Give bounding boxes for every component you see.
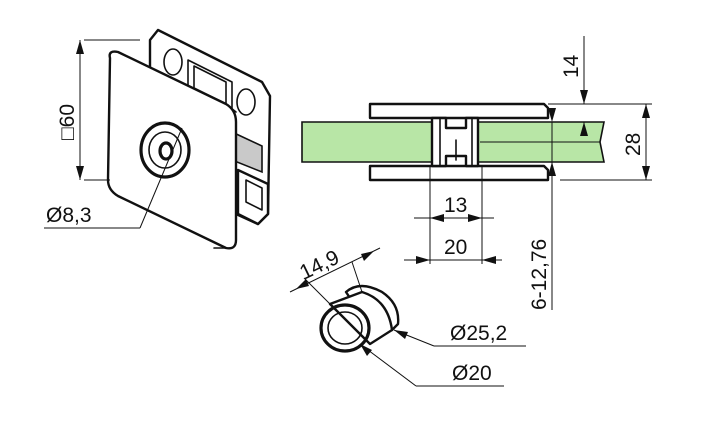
bushing-view xyxy=(319,284,400,353)
dim-gap-outer: 20 xyxy=(404,236,502,264)
glass-pane-left xyxy=(301,121,433,163)
clamp-back-hole-left xyxy=(163,48,183,76)
dim-size-square: □60 xyxy=(56,39,140,181)
bushing-outer-rim xyxy=(319,303,371,353)
dim-gap-inner: 13 xyxy=(414,166,494,264)
section-core xyxy=(430,116,480,168)
glass-thickness-label: 28 xyxy=(622,133,645,156)
dim-glass-thickness: 28 xyxy=(560,103,652,181)
clamp-lower-slot xyxy=(245,179,263,211)
bushing-length-label: 14,9 xyxy=(296,246,343,285)
section-top-plate xyxy=(368,102,550,120)
clamp-section-view xyxy=(301,102,605,182)
dim-top-offset: 14 xyxy=(548,36,590,136)
bushing-inner-rim xyxy=(327,311,363,345)
clamp-front-plate-edge xyxy=(213,103,237,249)
size-square-label: □60 xyxy=(56,104,79,140)
clamp-back-hole-right xyxy=(236,88,256,116)
dim-hole-diameter: Ø8,3 xyxy=(44,127,183,229)
clamp-isometric-view xyxy=(106,28,272,250)
clamp-screw-boss-outer xyxy=(139,121,191,179)
hole-diameter-label: Ø8,3 xyxy=(46,204,92,227)
gap-outer-label: 20 xyxy=(444,236,467,259)
section-bottom-plate xyxy=(368,164,550,182)
gap-inner-label: 13 xyxy=(444,194,467,217)
top-offset-label: 14 xyxy=(560,54,583,78)
dim-glass-range: 6-12,76 xyxy=(528,108,556,310)
dim-bushing-inner: Ø20 xyxy=(359,343,504,387)
glass-range-label: 6-12,76 xyxy=(528,239,551,310)
bushing-outer-diameter-label: Ø25,2 xyxy=(450,322,507,345)
bushing-inner-diameter-label: Ø20 xyxy=(452,362,492,385)
dim-bushing-outer: Ø25,2 xyxy=(393,322,526,347)
